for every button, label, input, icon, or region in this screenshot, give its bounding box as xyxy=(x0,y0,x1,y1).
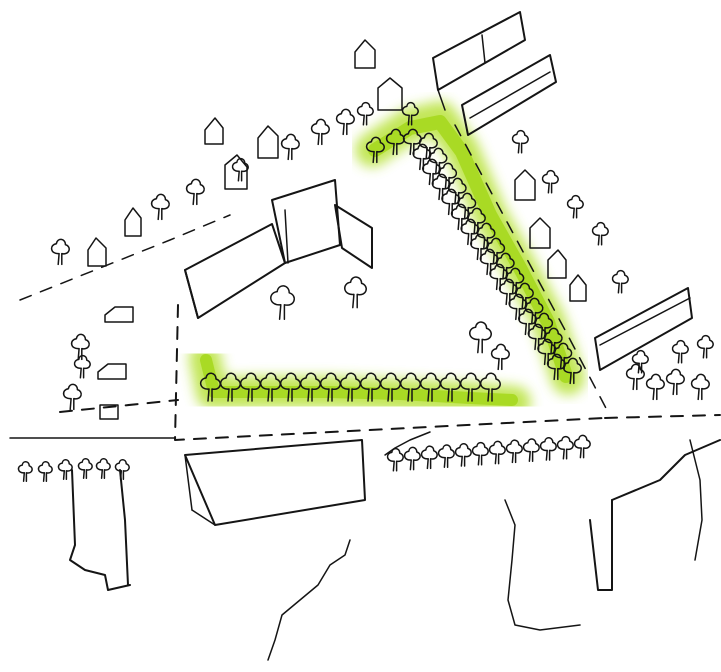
building-bottom-right xyxy=(590,440,720,590)
tree-icon xyxy=(78,459,92,478)
tree-icon xyxy=(698,336,714,358)
tree-icon xyxy=(673,341,689,363)
tree-icon xyxy=(38,462,52,481)
tree-icon xyxy=(358,103,374,125)
tree-icon xyxy=(282,134,300,159)
tree-icon xyxy=(492,344,510,369)
tree-icon xyxy=(507,440,523,462)
tree-icon xyxy=(613,271,629,293)
tree-icon xyxy=(18,462,32,481)
tree-icon xyxy=(337,109,355,134)
building-bottom-block xyxy=(185,440,365,525)
tree-icon xyxy=(543,171,559,193)
tree-icon xyxy=(473,443,489,465)
tree-icon xyxy=(524,439,540,461)
tree-icon xyxy=(456,444,472,466)
tree-icon xyxy=(432,174,450,199)
tree-icon xyxy=(541,438,557,460)
tree-icon xyxy=(470,322,491,353)
building-right-slab xyxy=(595,288,692,370)
building-central-block xyxy=(185,180,372,318)
tree-icon xyxy=(558,437,574,459)
tree-icon xyxy=(271,286,294,319)
buildings xyxy=(70,12,720,590)
tree-icon xyxy=(568,196,584,218)
street-lines xyxy=(268,432,702,660)
tree-icon xyxy=(442,189,460,214)
tree-icon xyxy=(312,119,330,144)
tree-icon xyxy=(187,179,205,204)
tree-icon xyxy=(58,460,72,479)
tree-icon xyxy=(413,144,431,169)
tree-icon xyxy=(64,384,82,409)
tree-icon xyxy=(423,159,441,184)
tree-icon xyxy=(152,194,170,219)
tree-icon xyxy=(345,277,366,308)
tree-icon xyxy=(513,131,529,153)
building-bottom-left xyxy=(70,470,130,590)
tree-icon xyxy=(115,460,129,479)
tree-icon xyxy=(593,223,609,245)
tree-icon xyxy=(439,445,455,467)
tree-icon xyxy=(692,374,710,399)
tree-icon xyxy=(452,204,470,229)
tree-icon xyxy=(233,159,249,181)
tree-icon xyxy=(647,374,665,399)
tree-icon xyxy=(667,369,685,394)
tree-icon xyxy=(96,459,110,478)
tree-icon xyxy=(52,239,70,264)
tree-icon xyxy=(422,446,438,468)
tree-icon xyxy=(575,435,591,457)
tree-icon xyxy=(490,441,506,463)
tree-icon xyxy=(405,447,421,469)
